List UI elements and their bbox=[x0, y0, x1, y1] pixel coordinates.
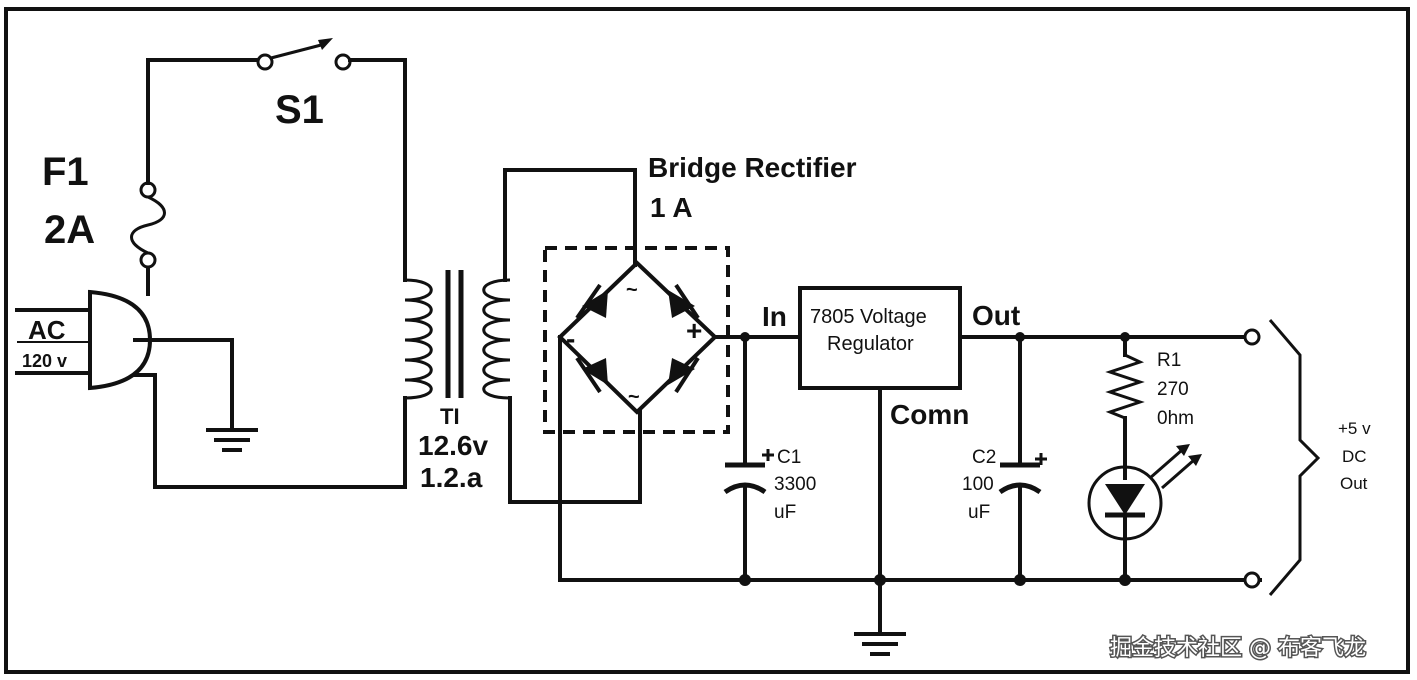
wire-secondary-top bbox=[503, 168, 637, 282]
fuse-name-label: F1 bbox=[42, 150, 89, 194]
capacitor-c1 bbox=[723, 332, 774, 586]
regulator-line1-label: 7805 Voltage bbox=[810, 306, 927, 328]
wire-plug-neutral bbox=[133, 373, 407, 489]
ac-voltage-label: 120 v bbox=[22, 351, 67, 371]
c2-name-label: C2 bbox=[972, 447, 996, 468]
diode-icon bbox=[668, 283, 700, 320]
c1-unit-label: uF bbox=[774, 502, 796, 523]
bridge-plus-label: + bbox=[686, 315, 702, 346]
wire-ground bbox=[133, 338, 234, 430]
wire-secondary-bottom bbox=[508, 396, 642, 504]
regulator-out-label: Out bbox=[972, 300, 1020, 331]
output-volts-label: +5 v bbox=[1338, 419, 1371, 438]
r1-value-label: 270 bbox=[1157, 379, 1189, 400]
output-out-label: Out bbox=[1340, 474, 1368, 493]
bridge-minus-label: - bbox=[566, 323, 575, 354]
c2-value-label: 100 bbox=[962, 474, 994, 495]
transformer-current-label: 1.2.a bbox=[420, 462, 483, 493]
r1-name-label: R1 bbox=[1157, 350, 1181, 371]
bridge-rating-label: 1 A bbox=[650, 192, 693, 223]
switch-s1 bbox=[256, 38, 352, 71]
diode-icon bbox=[668, 356, 700, 394]
ground-symbol-right bbox=[854, 632, 906, 656]
bridge-ac1-label: ~ bbox=[626, 279, 638, 301]
transformer-name-label: TI bbox=[440, 404, 460, 429]
led-icon bbox=[1087, 444, 1202, 586]
diode-icon bbox=[575, 356, 608, 394]
diode-icon bbox=[575, 283, 608, 320]
wire-switch-transformer bbox=[348, 58, 407, 282]
capacitor-c2 bbox=[998, 332, 1047, 586]
regulator-comn-label: Comn bbox=[890, 399, 969, 430]
wire-fuse-switch bbox=[146, 58, 260, 185]
r1-unit-label: 0hm bbox=[1157, 408, 1194, 429]
switch-name-label: S1 bbox=[275, 88, 324, 132]
output-dc-label: DC bbox=[1342, 447, 1367, 466]
resistor-r1 bbox=[1105, 332, 1145, 480]
regulator-in-label: In bbox=[762, 301, 787, 332]
transformer-t1 bbox=[404, 270, 511, 400]
ground-symbol-left bbox=[206, 428, 258, 452]
c1-name-label: C1 bbox=[777, 447, 801, 468]
regulator-line2-label: Regulator bbox=[827, 333, 914, 355]
bridge-ac2-label: ~ bbox=[628, 386, 640, 408]
fuse-rating-label: 2A bbox=[44, 208, 95, 252]
transformer-voltage-label: 12.6v bbox=[418, 430, 488, 461]
ac-label: AC bbox=[28, 315, 66, 345]
watermark-text: 掘金技术社区 @ 布客飞龙 bbox=[1110, 636, 1366, 661]
frame-border bbox=[4, 7, 1410, 674]
output-terminals bbox=[1243, 319, 1321, 596]
bridge-rectifier bbox=[543, 246, 730, 434]
c1-value-label: 3300 bbox=[774, 474, 816, 495]
bridge-title-label: Bridge Rectifier bbox=[648, 152, 857, 183]
fuse bbox=[130, 181, 166, 269]
c2-unit-label: uF bbox=[968, 502, 990, 523]
